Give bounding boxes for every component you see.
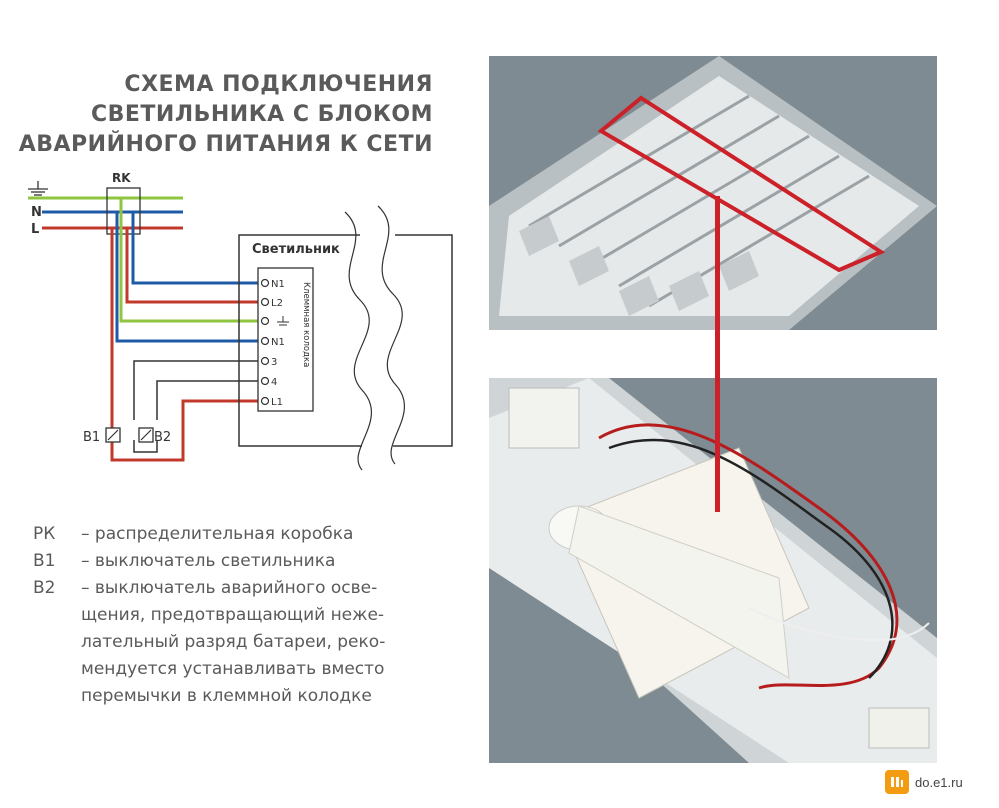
ground-symbol bbox=[28, 181, 48, 196]
legend-rk-text: – распределительная коробка bbox=[81, 524, 354, 544]
wire-terminal-3 bbox=[133, 360, 260, 420]
legend-rk-key: РК bbox=[33, 524, 56, 544]
wire-ground bbox=[119, 198, 260, 323]
legend: РК – распределительная коробка B1 – выкл… bbox=[33, 521, 473, 710]
wire-live-to-switches bbox=[110, 228, 260, 462]
terminal-contact bbox=[260, 278, 270, 288]
terminal-contact bbox=[260, 396, 270, 406]
line-l-label: L bbox=[31, 222, 39, 237]
distribution-box bbox=[106, 187, 141, 235]
title-line-3: АВАРИЙНОГО ПИТАНИЯ К СЕТИ bbox=[18, 132, 433, 157]
terminal-contact bbox=[260, 336, 270, 346]
switch-b2-label: B2 bbox=[154, 430, 171, 445]
terminal-label: N1 bbox=[271, 279, 285, 290]
legend-b1-key: B1 bbox=[33, 551, 56, 571]
legend-b2-line5: перемычки в клеммной колодке bbox=[81, 686, 372, 706]
highlight-frame-icon bbox=[597, 95, 886, 273]
wire-terminal-4 bbox=[156, 380, 260, 420]
title-line-1: СХЕМА ПОДКЛЮЧЕНИЯ bbox=[124, 72, 433, 97]
legend-b1-text: – выключатель светильника bbox=[81, 551, 336, 571]
watermark-text: do.e1.ru bbox=[915, 774, 963, 790]
site-logo-icon bbox=[885, 770, 909, 794]
break-line-right bbox=[377, 205, 406, 465]
wire-live-l2 bbox=[125, 228, 260, 304]
connector-line bbox=[715, 196, 720, 512]
wiring-diagram: N L RK B1 B2 Светильник Клеммная колодка… bbox=[28, 171, 453, 471]
terminal-label: L1 bbox=[271, 397, 283, 408]
terminal-label: N1 bbox=[271, 337, 285, 348]
wire-neutral-n1 bbox=[131, 212, 260, 285]
legend-b2-line4: мендуется устанавливать вместо bbox=[81, 659, 385, 679]
terminal-block-label: Клеммная колодка bbox=[301, 282, 311, 367]
terminal-contact bbox=[260, 316, 270, 326]
terminal-label: L2 bbox=[271, 298, 283, 309]
line-n-label: N bbox=[31, 205, 42, 220]
diagram-title: СХЕМА ПОДКЛЮЧЕНИЯ СВЕТИЛЬНИКА С БЛОКОМ А… bbox=[13, 70, 433, 160]
terminal-contact bbox=[260, 376, 270, 386]
legend-b2-line3: лательный разряд батареи, реко- bbox=[81, 632, 386, 652]
fixture-box bbox=[238, 234, 362, 447]
red-wire-icon bbox=[598, 423, 899, 690]
terminal-label: 3 bbox=[271, 357, 277, 368]
wire-neutral-n1-second bbox=[115, 212, 260, 343]
terminal-label: 4 bbox=[271, 377, 277, 388]
legend-b2-text: – выключатель аварийного осве- bbox=[81, 578, 378, 598]
terminal-ground-icon bbox=[277, 316, 289, 326]
luminaire-photo bbox=[489, 56, 937, 330]
watermark: do.e1.ru bbox=[885, 765, 990, 799]
emergency-unit-photo bbox=[489, 378, 937, 763]
fixture-box-right bbox=[393, 234, 453, 447]
terminal-contact bbox=[260, 356, 270, 366]
fixture-label: Светильник bbox=[252, 242, 340, 257]
legend-b2-line2: щения, предотвращающий неже- bbox=[81, 605, 385, 625]
terminal-contact bbox=[260, 297, 270, 307]
break-line-left bbox=[344, 211, 373, 471]
legend-b2-key: B2 bbox=[33, 578, 56, 598]
switch-b1-label: B1 bbox=[83, 430, 100, 445]
title-line-2: СВЕТИЛЬНИКА С БЛОКОМ bbox=[90, 102, 433, 127]
distribution-box-label: RK bbox=[112, 171, 131, 185]
wire-b2-loop bbox=[133, 440, 158, 453]
